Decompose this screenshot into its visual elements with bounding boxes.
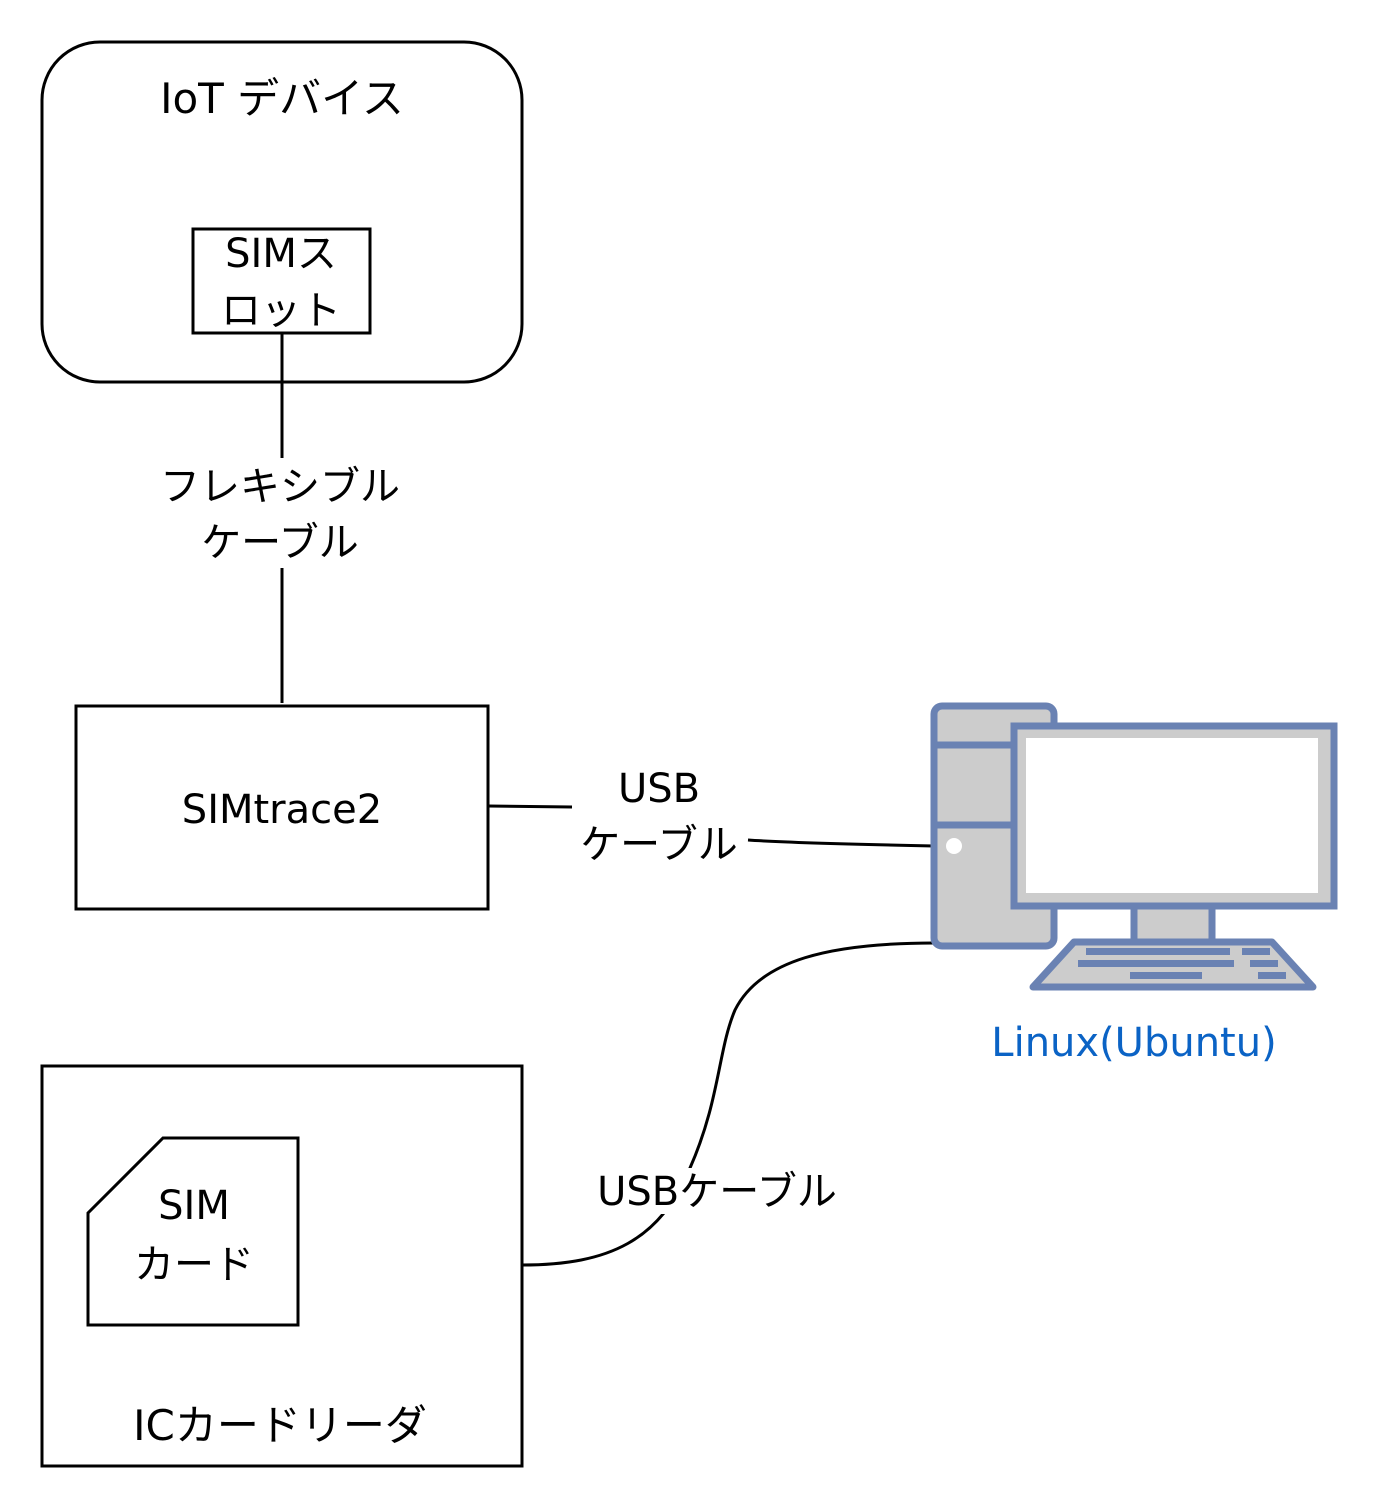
sim-slot-box — [191, 227, 372, 335]
pc-keyboard-key-row2b — [1250, 960, 1278, 967]
computer-label: Linux(Ubuntu) — [991, 1020, 1276, 1066]
simtrace-box — [74, 704, 490, 911]
usb-cable-simtrace-line-2 — [747, 838, 935, 848]
usb-cable-simtrace-label-line2: ケーブル — [580, 822, 738, 868]
pc-monitor-stand — [1130, 902, 1216, 948]
pc-keyboard-key-row3a — [1130, 972, 1202, 979]
simtrace-label: SIMtrace2 — [182, 787, 382, 833]
pc-keyboard-key-row1a — [1086, 948, 1230, 955]
ic-reader-label: ICカードリーダ — [133, 1401, 427, 1450]
pc-keyboard-key-row1b — [1242, 948, 1270, 955]
usb-cable-reader-curve — [521, 941, 935, 1267]
usb-cable-simtrace-line — [487, 804, 573, 809]
usb-cable-reader-label-bg — [580, 1168, 850, 1214]
flex-cable-label-line1: フレキシブル — [160, 464, 400, 510]
sim-slot-label-line1: SIMス — [225, 231, 337, 277]
pc-monitor-screen — [1026, 738, 1318, 893]
sim-card-label-line1: SIM — [158, 1183, 230, 1229]
sim-slot-label-line2: ロット — [221, 288, 341, 334]
desktop-computer-icon — [930, 702, 1338, 991]
usb-cable-reader-label: USBケーブル — [597, 1169, 837, 1215]
pc-keyboard-key-row3b — [1258, 972, 1286, 979]
iot-device-label: IoT デバイス — [160, 74, 404, 123]
usb-cable-simtrace-label-line1: USB — [618, 766, 700, 812]
sim-card-label-line2: カード — [134, 1242, 254, 1288]
pc-power-button — [946, 838, 962, 854]
flex-cable-label-line2: ケーブル — [201, 520, 359, 566]
sim-card-shape — [86, 1136, 300, 1327]
pc-keyboard-key-row2a — [1078, 960, 1234, 967]
